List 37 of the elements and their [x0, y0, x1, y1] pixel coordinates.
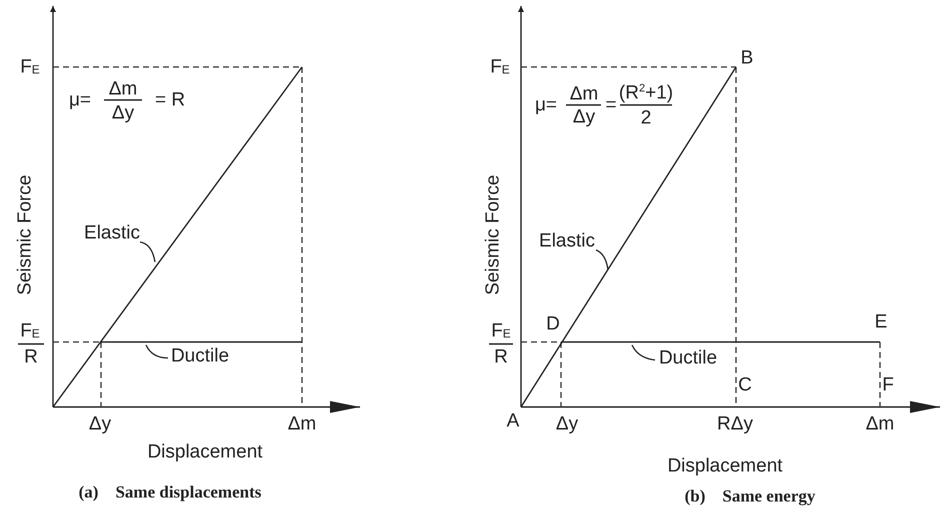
- formula-text: Δm: [570, 84, 598, 104]
- curve-label: Ductile: [658, 348, 718, 368]
- point-label: D: [546, 314, 560, 334]
- axis-tick-label: RΔy: [717, 414, 753, 434]
- formula-text: =: [605, 96, 617, 114]
- formula-text: μ=: [534, 96, 558, 114]
- formula-text: 2: [640, 108, 652, 128]
- caption: (b) Same energy: [684, 488, 816, 504]
- caption: (a) Same displacements: [78, 484, 262, 500]
- axis-title: Displacement: [667, 456, 783, 476]
- axis-tick-label: R: [494, 348, 508, 366]
- axis-tick-label: Δy: [88, 414, 112, 434]
- leader-line: [631, 344, 656, 361]
- formula-text: = R: [154, 90, 186, 110]
- point-label: E: [874, 312, 888, 332]
- formula-text: Δy: [572, 108, 596, 126]
- axis-title: Seismic Force: [484, 174, 502, 296]
- leader-line: [140, 241, 156, 262]
- axis-tick-label: R: [24, 348, 38, 366]
- axis-tick-label: Δy: [556, 414, 578, 434]
- point-label: B: [740, 48, 754, 68]
- formula-text: (R$^{2}$+1): [618, 83, 674, 103]
- curve-label: Ductile: [170, 346, 230, 366]
- formula-text: μ=: [68, 90, 92, 110]
- point-label: A: [506, 412, 520, 430]
- curve-label: Elastic: [539, 232, 595, 250]
- point-label: F: [882, 376, 894, 394]
- point-label: C: [738, 376, 752, 394]
- formula-text: Δm: [108, 80, 138, 98]
- axis-title: Displacement: [147, 442, 263, 462]
- axis-tick-label: Δm: [288, 414, 316, 434]
- axis-tick-label: Δm: [866, 414, 894, 434]
- formula-text: Δy: [112, 104, 134, 122]
- leader-line: [145, 344, 168, 359]
- leader-line: [596, 249, 609, 270]
- curve-label: Elastic: [84, 224, 140, 242]
- axis-title: Seismic Force: [16, 174, 34, 296]
